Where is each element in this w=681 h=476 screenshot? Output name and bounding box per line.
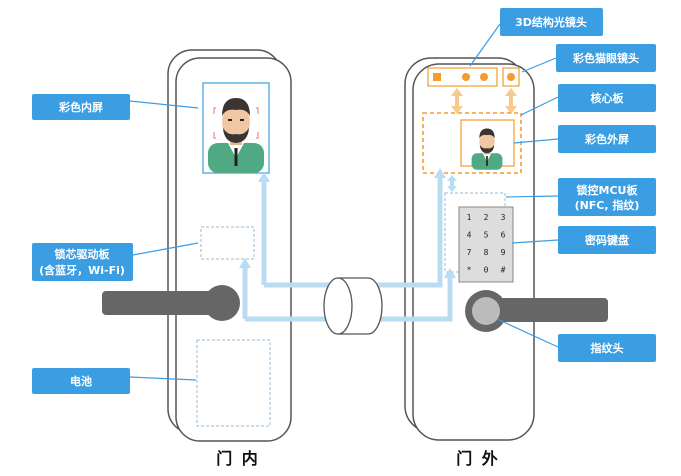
core-board: [422, 112, 522, 174]
leader-lines: [129, 23, 559, 381]
label-battery: 电池: [70, 374, 92, 388]
label-core-board: 核心板: [591, 91, 625, 105]
camera-3d-module: [427, 67, 498, 87]
keypad-key: #: [501, 266, 506, 275]
keypad-key: 0: [484, 266, 489, 275]
label-mcu-line2: (NFC, 指纹): [575, 198, 640, 212]
keypad-key: 4: [467, 231, 472, 240]
keypad-key: 2: [484, 213, 489, 222]
lock-driver-board: [200, 226, 255, 260]
label-color-outer-screen: 彩色外屏: [584, 132, 629, 146]
callout-peephole-camera: 彩色猫眼镜头: [556, 44, 656, 72]
keypad-key: *: [467, 266, 472, 275]
battery-compartment: [196, 339, 271, 427]
face-avatar-icon: [208, 98, 264, 173]
orange-double-arrows: [451, 88, 517, 114]
label-mcu-line1: 锁控MCU板: [577, 183, 639, 197]
core-mcu-arrow: [447, 175, 457, 192]
outer-screen: [460, 119, 515, 170]
label-peephole-camera: 彩色猫眼镜头: [572, 51, 639, 65]
keypad-key: 3: [501, 213, 506, 222]
peephole-camera: [502, 67, 520, 87]
callout-keypad: 密码键盘: [558, 226, 656, 254]
keypad-keys: 1 2 3 4 5 6 7 8 9 * 0 #: [467, 213, 506, 275]
keypad: 1 2 3 4 5 6 7 8 9 * 0 #: [458, 206, 514, 283]
connector-lines: [242, 176, 453, 322]
keypad-key: 1: [467, 213, 472, 222]
keypad-key: 9: [501, 248, 506, 257]
callout-color-inner-screen: 彩色内屏: [32, 94, 130, 120]
label-color-inner-screen: 彩色内屏: [58, 100, 103, 114]
lock-cylinder: [323, 277, 383, 335]
keypad-key: 6: [501, 231, 506, 240]
connector-arrowheads: [239, 168, 456, 278]
label-lock-driver-line2: (含蓝牙，Wi-Fi): [39, 263, 125, 277]
label-keypad: 密码键盘: [585, 233, 629, 247]
keypad-key: 7: [467, 248, 472, 257]
callout-core-board: 核心板: [558, 84, 656, 112]
label-camera-3d: 3D结构光镜头: [515, 15, 587, 29]
keypad-key: 5: [484, 231, 489, 240]
callout-camera-3d: 3D结构光镜头: [500, 8, 603, 36]
caption-outside: 门 外: [456, 449, 500, 468]
callout-color-outer-screen: 彩色外屏: [558, 125, 656, 153]
inner-screen: [202, 82, 270, 174]
callout-lock-driver-board: 锁芯驱动板 (含蓝牙，Wi-Fi): [32, 243, 133, 281]
label-lock-driver-line1: 锁芯驱动板: [55, 247, 111, 261]
outer-face-icon: [471, 128, 503, 170]
callout-fingerprint: 指纹头: [558, 334, 656, 362]
mcu-board: [444, 192, 506, 273]
callout-battery: 电池: [32, 368, 130, 394]
inner-handle: [102, 285, 240, 321]
label-fingerprint: 指纹头: [591, 341, 624, 355]
callout-mcu-board: 锁控MCU板 (NFC, 指纹): [558, 178, 656, 216]
keypad-key: 8: [484, 248, 489, 257]
caption-inside: 门 内: [216, 449, 260, 468]
outer-handle: [465, 290, 608, 332]
